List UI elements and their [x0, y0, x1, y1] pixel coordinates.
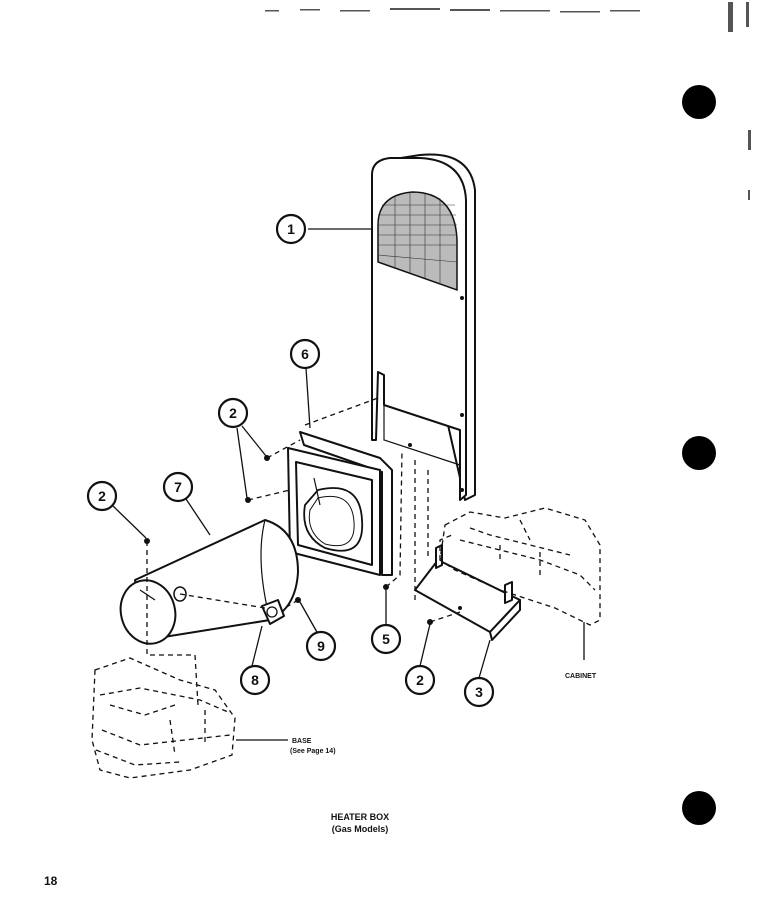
- svg-text:9: 9: [317, 638, 325, 654]
- svg-text:2: 2: [229, 405, 237, 421]
- part-7-burner-tube: [119, 519, 299, 645]
- part-6-flange: [287, 431, 393, 576]
- callout-bubbles: 1 2 2 2 3 5 6 7: [86, 213, 495, 708]
- callout-6: 6: [289, 338, 321, 370]
- base-see-page-label: (See Page 14): [290, 748, 336, 755]
- svg-text:7: 7: [174, 479, 182, 495]
- svg-text:5: 5: [382, 631, 390, 647]
- cabinet-label: CABINET: [565, 673, 597, 680]
- callout-2-lower: 2: [404, 664, 436, 696]
- svg-text:1: 1: [287, 221, 295, 237]
- part-8-valve: [261, 599, 285, 625]
- callout-3: 3: [463, 676, 495, 708]
- base-label: BASE: [292, 738, 312, 745]
- svg-text:2: 2: [98, 488, 106, 504]
- svg-text:2: 2: [416, 672, 424, 688]
- callout-5: 5: [370, 623, 402, 655]
- binder-hole-bottom: [682, 791, 716, 825]
- callout-2-upper: 2: [217, 397, 249, 429]
- page-number: 18: [44, 874, 58, 888]
- scan-artifacts: [265, 2, 751, 200]
- part-3-bracket: [414, 544, 521, 641]
- callout-8: 8: [239, 664, 271, 696]
- callout-1: 1: [275, 213, 307, 245]
- binder-hole-middle: [682, 436, 716, 470]
- alignment-lines: [146, 397, 461, 706]
- base-phantom: [91, 657, 236, 779]
- leader-lines: [112, 228, 585, 741]
- cabinet-phantom: [439, 507, 601, 626]
- callout-9: 9: [305, 630, 337, 662]
- caption-subtitle: (Gas Models): [332, 824, 389, 834]
- svg-text:6: 6: [301, 346, 309, 362]
- callout-2-left: 2: [86, 480, 118, 512]
- part-1-air-duct: [371, 153, 476, 501]
- caption-title: HEATER BOX: [331, 812, 389, 822]
- svg-text:8: 8: [251, 672, 259, 688]
- callout-7: 7: [162, 471, 194, 503]
- svg-text:3: 3: [475, 684, 483, 700]
- binder-hole-top: [682, 85, 716, 119]
